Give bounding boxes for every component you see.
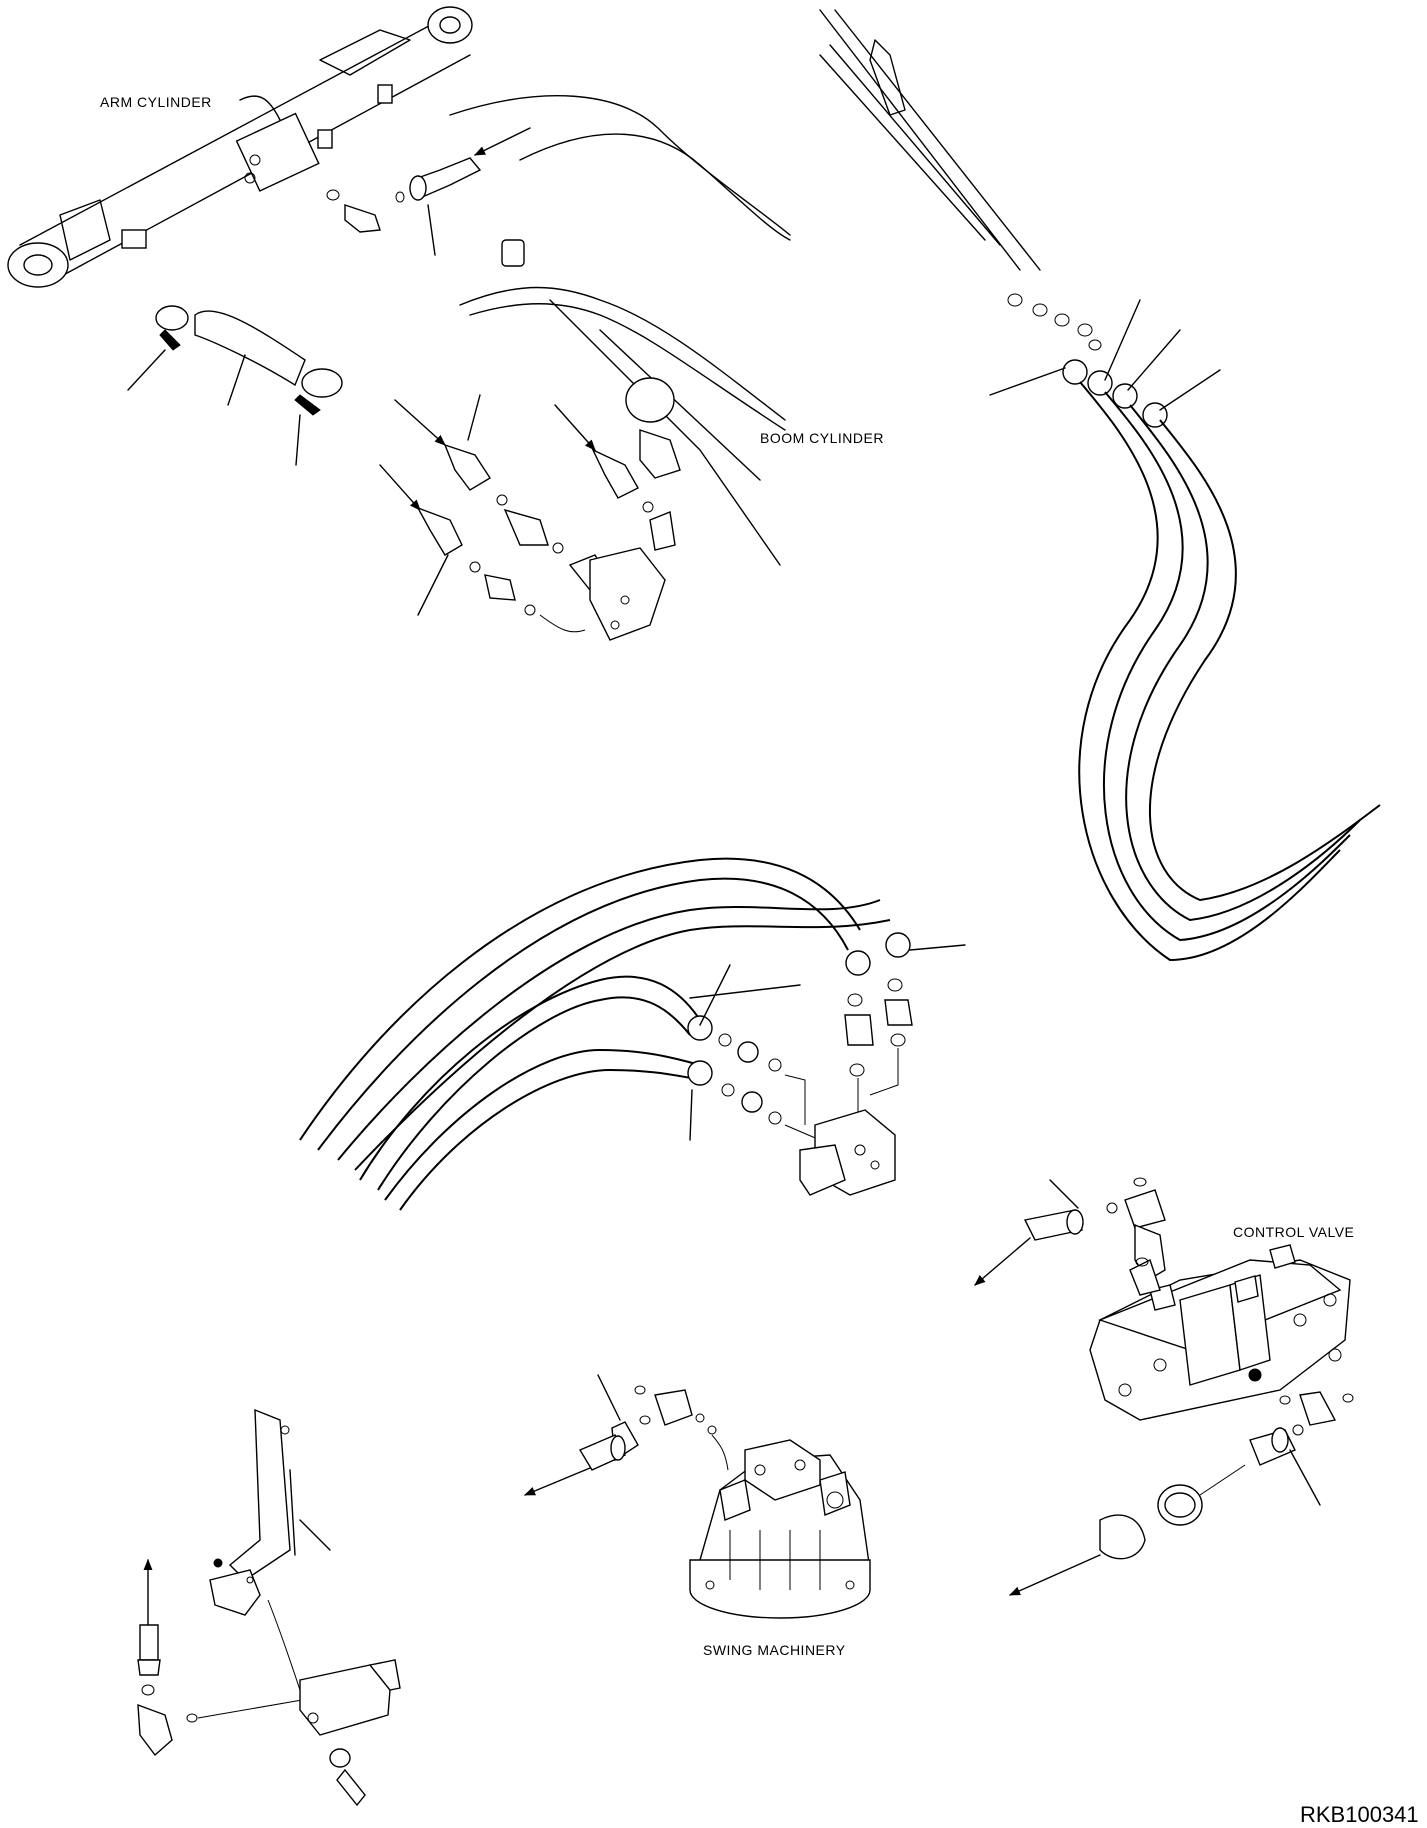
boom-outline (449, 95, 791, 431)
arm-cylinder (7, 6, 473, 288)
boom-piping-fittings (379, 394, 676, 641)
boom-cylinder (549, 299, 781, 566)
swing-machinery (689, 1439, 871, 1619)
boom-hose-bundle (819, 9, 1381, 962)
control-valve (1089, 1244, 1351, 1421)
pedal-bracket (209, 1408, 331, 1691)
drawing-code: RKB100341 (1300, 1802, 1419, 1827)
arm-cylinder-label: ARM CYLINDER (100, 94, 212, 110)
bracket-fittings (137, 1558, 401, 1807)
control-valve-fittings (974, 1177, 1354, 1596)
swing-hose-bundle (299, 857, 966, 1211)
control-valve-label: CONTROL VALVE (1233, 1224, 1354, 1240)
hose-protector (127, 305, 343, 466)
swing-machinery-label: SWING MACHINERY (703, 1642, 846, 1658)
arm-elbow-fitting (326, 127, 531, 256)
boom-cylinder-label: BOOM CYLINDER (760, 430, 884, 446)
swing-machinery-fittings (523, 1374, 729, 1496)
